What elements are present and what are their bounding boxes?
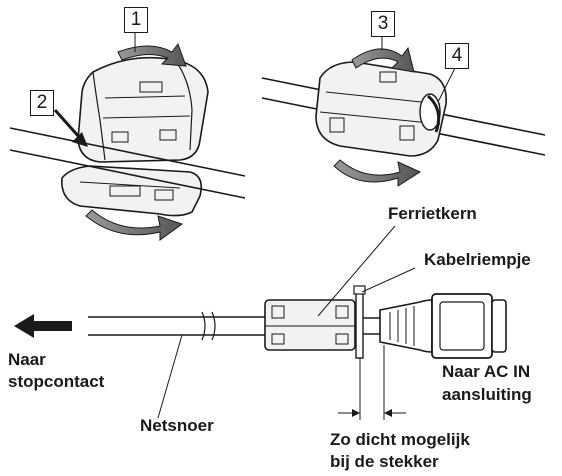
cable-tie xyxy=(354,286,365,358)
to-ac-in-label-line2: aansluiting xyxy=(442,385,532,405)
close-to-plug-line2: bij de stekker xyxy=(330,452,439,472)
to-outlet-arrow xyxy=(14,314,72,338)
dimension-arrows xyxy=(338,409,406,417)
close-to-plug-line1: Zo dicht mogelijk xyxy=(330,430,470,450)
to-ac-in-label-line1: Naar AC IN xyxy=(442,362,530,382)
closed-ferrite-core xyxy=(316,62,446,156)
ferrite-core-label: Ferrietkern xyxy=(388,204,477,224)
power-cord-label: Netsnoer xyxy=(140,416,214,436)
step-3-label: 3 xyxy=(371,11,395,37)
step-1-label: 1 xyxy=(124,7,148,33)
step-4-label: 4 xyxy=(445,43,469,69)
plug xyxy=(380,294,506,358)
to-outlet-label-line1: Naar xyxy=(8,350,46,370)
step-2-label: 2 xyxy=(30,90,54,116)
to-outlet-label-line2: stopcontact xyxy=(8,372,104,392)
cable-tie-label: Kabelriempje xyxy=(424,250,531,270)
rotate-arrow-bottom-right xyxy=(334,160,420,186)
ferrite-core-on-cord xyxy=(265,300,355,350)
